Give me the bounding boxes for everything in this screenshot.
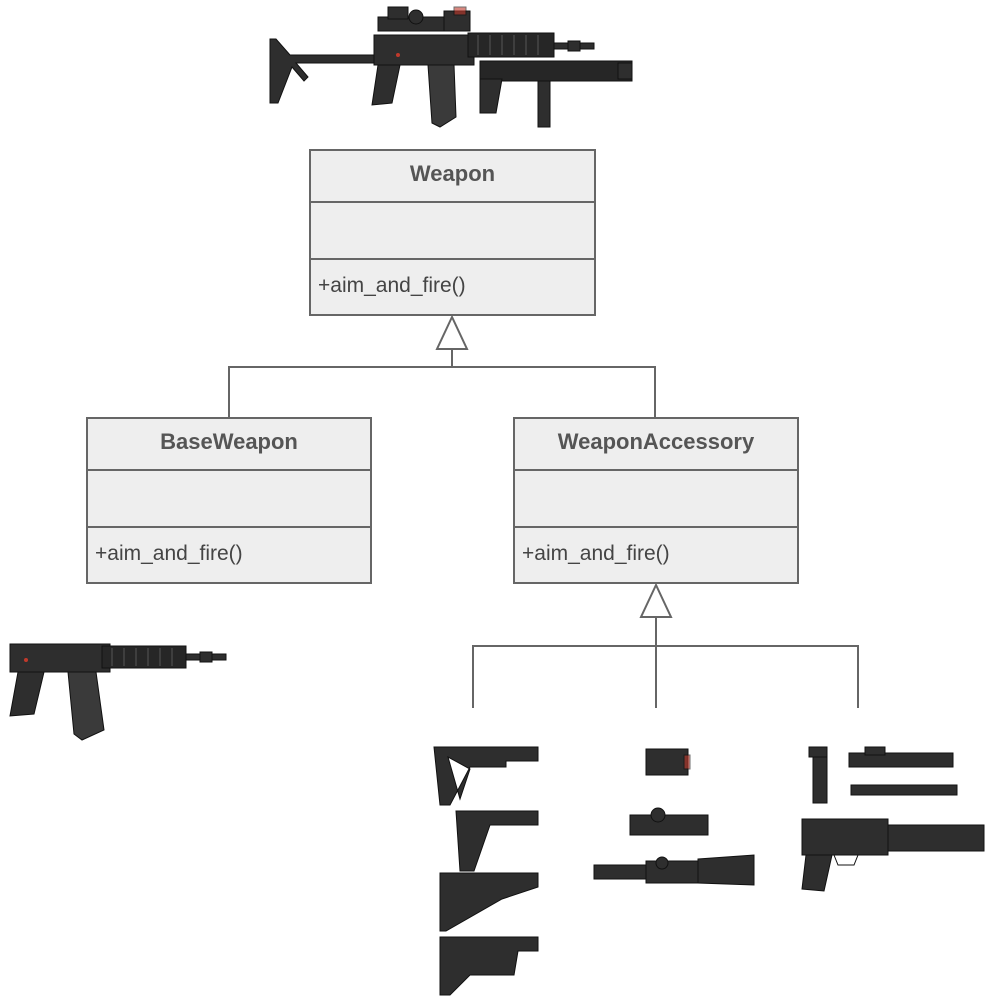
stock-icon (433, 746, 539, 996)
assembled-rifle-icon (269, 6, 633, 128)
class-method: +aim_and_fire() (318, 274, 466, 297)
base-rifle-icon (9, 643, 227, 741)
inheritance-arrow-accessory (639, 582, 673, 618)
class-name: Weapon (311, 151, 594, 203)
class-weapon: Weapon +aim_and_fire() (309, 149, 596, 316)
class-method: +aim_and_fire() (522, 542, 670, 565)
class-name: BaseWeapon (88, 419, 370, 471)
class-method: +aim_and_fire() (95, 542, 243, 565)
inheritance-arrow-weapon (435, 314, 469, 350)
grip-icon (808, 746, 958, 804)
class-attributes (88, 471, 370, 528)
class-name: WeaponAccessory (515, 419, 797, 471)
connector-base-to-accessory (228, 366, 656, 417)
class-attributes (311, 203, 594, 260)
class-attributes (515, 471, 797, 528)
optic-icon (593, 748, 755, 886)
launcher-icon (801, 818, 985, 892)
class-base-weapon: BaseWeapon +aim_and_fire() (86, 417, 372, 584)
connector-accessory-children (472, 645, 859, 708)
class-weapon-accessory: WeaponAccessory +aim_and_fire() (513, 417, 799, 584)
